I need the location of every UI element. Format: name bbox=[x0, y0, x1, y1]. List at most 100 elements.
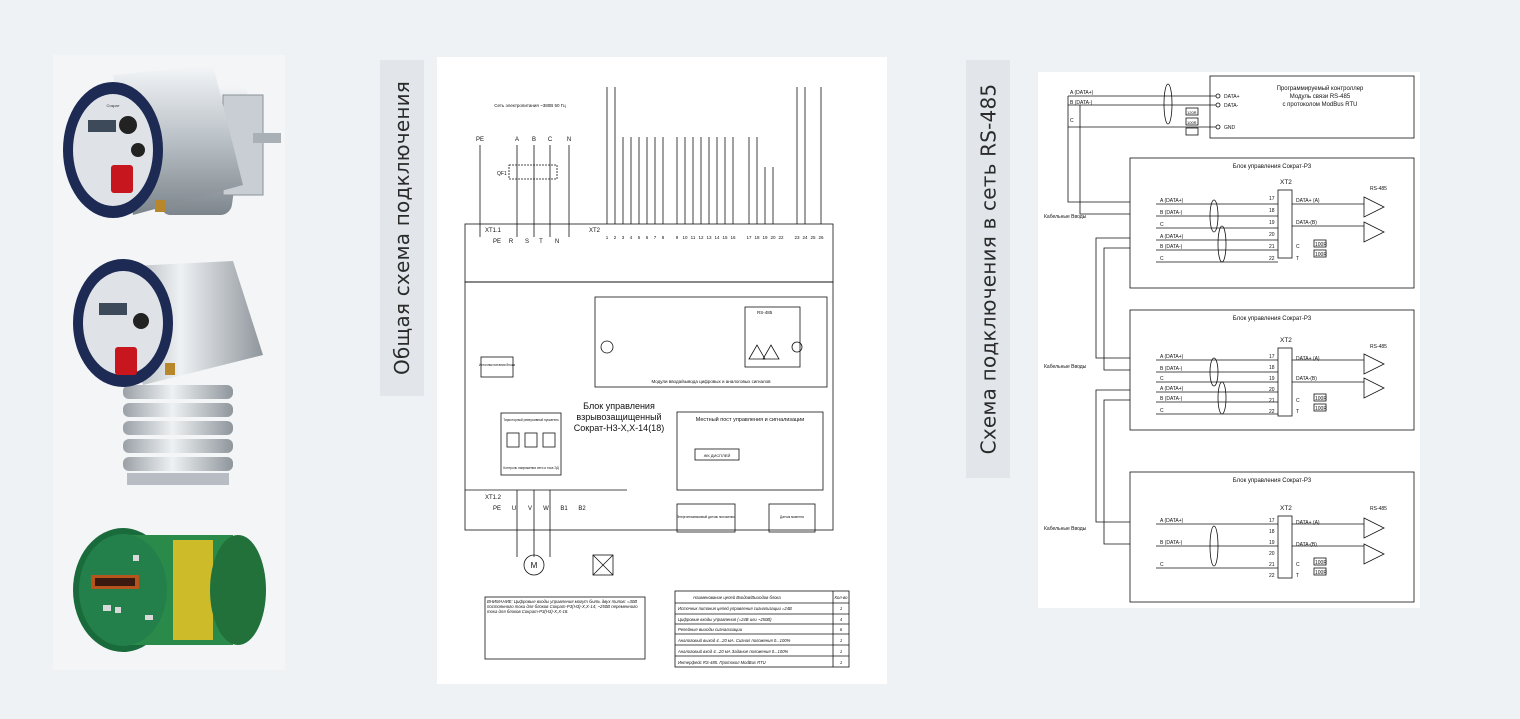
unit-2-sig-a: DATA+ (A) bbox=[1296, 356, 1320, 362]
unit-1-pin18: 18 bbox=[1269, 208, 1275, 214]
psu-label: Источник питания блока bbox=[479, 363, 515, 367]
xt1b-label: XT1.2 bbox=[485, 495, 502, 501]
svg-text:11: 11 bbox=[691, 235, 696, 240]
block-title-3: Сократ-Н3-Х,Х-14(18) bbox=[574, 423, 664, 433]
unit-1-c2: C bbox=[1160, 256, 1164, 262]
thyristor-label: Тиристорный реверсивный пускатель bbox=[503, 418, 559, 422]
unit-2-cable: Кабельные Вводы bbox=[1044, 364, 1087, 370]
thyristor-box bbox=[500, 412, 562, 476]
bus-trunk bbox=[1067, 182, 1130, 545]
photo-decal: Сократ bbox=[106, 103, 119, 108]
unit-1: Блок управления Сократ-Р3 XT2 Кабельные … bbox=[1044, 157, 1415, 289]
svg-text:10: 10 bbox=[682, 235, 688, 240]
general-scheme-label-text: Общая схема подключения bbox=[390, 80, 415, 376]
term-s: S bbox=[525, 239, 529, 245]
unit-2-a: A (DATA+) bbox=[1160, 354, 1184, 360]
unit-2-pin17: 17 bbox=[1269, 354, 1275, 360]
svg-text:PE: PE bbox=[493, 506, 501, 512]
modules-box bbox=[594, 296, 828, 388]
sensor-label: Энергонезависимый датчик положения bbox=[677, 515, 735, 519]
xt2-label: XT2 bbox=[589, 228, 601, 234]
term-t: T bbox=[539, 239, 543, 245]
table-row-4-name: Аналоговый выход 4...20 мА. Сигнал полож… bbox=[677, 638, 791, 643]
io-table bbox=[674, 590, 850, 668]
unit-2-pin21: 21 bbox=[1269, 398, 1275, 404]
table-row-1-name: Источник питания цепей управления сигнал… bbox=[678, 606, 792, 611]
lcd-label: ЖК ДИСПЛЕЙ bbox=[704, 453, 731, 458]
xt2-wires bbox=[606, 87, 822, 224]
svg-text:4: 4 bbox=[630, 235, 633, 240]
unit-2-b2: B (DATA-) bbox=[1160, 396, 1183, 402]
term-v: V bbox=[528, 506, 532, 512]
unit-2-pin19: 19 bbox=[1269, 376, 1275, 382]
unit-3-r100-a: 100R bbox=[1315, 560, 1327, 566]
note-text: ВНИМАНИЕ: Цифровые входы управления могу… bbox=[487, 599, 638, 615]
general-scheme-label: Общая схема подключения bbox=[380, 60, 424, 396]
unit-3-sig-c: C bbox=[1296, 562, 1300, 568]
unit-2-r100-b: 100R bbox=[1315, 406, 1327, 412]
unit-1-rs485: RS-485 bbox=[1370, 186, 1387, 192]
unit-2-rs485: RS-485 bbox=[1370, 344, 1387, 350]
unit-3-pin22: 22 bbox=[1269, 573, 1275, 579]
unit-3-xt2: XT2 bbox=[1280, 505, 1292, 512]
unit-2-sig-b: DATA-(B) bbox=[1296, 376, 1317, 382]
motor-symbol bbox=[523, 554, 545, 576]
svg-text:22: 22 bbox=[778, 235, 784, 240]
table-row-4-qty: 1 bbox=[840, 638, 842, 643]
table-row-2-qty: 4 bbox=[840, 617, 843, 622]
electronics-photo bbox=[73, 528, 266, 652]
term-b2: B2 bbox=[578, 506, 586, 512]
svg-text:3: 3 bbox=[622, 235, 625, 240]
unit-1-pin22: 22 bbox=[1269, 256, 1275, 262]
phase-lines bbox=[479, 145, 570, 237]
unit-3: Блок управления Сократ-Р3 XT2 Кабельные … bbox=[1044, 471, 1415, 603]
block-title-2: взрывозащищенный bbox=[576, 412, 661, 422]
unit-1-pin21: 21 bbox=[1269, 244, 1275, 250]
table-row-2-name: Цифровые входы управления (=24В или ~250… bbox=[678, 617, 772, 622]
unit-1-sig-c: C bbox=[1296, 244, 1300, 250]
svg-text:18: 18 bbox=[754, 235, 760, 240]
svg-text:6: 6 bbox=[646, 235, 649, 240]
unit-1-c: C bbox=[1160, 222, 1164, 228]
unit-1-sig-a: DATA+ (A) bbox=[1296, 198, 1320, 204]
svg-text:24: 24 bbox=[802, 235, 808, 240]
unit-3-title: Блок управления Сократ-Р3 bbox=[1233, 478, 1312, 484]
unit-1-sig-t: T bbox=[1296, 256, 1299, 262]
svg-text:26: 26 bbox=[818, 235, 824, 240]
svg-text:23: 23 bbox=[794, 235, 800, 240]
table-head-qty: Кол-во bbox=[835, 595, 849, 600]
rs485-module-label: RS-485 bbox=[757, 310, 773, 315]
svg-text:N: N bbox=[555, 239, 559, 245]
plc-title-1: Программируемый контроллер bbox=[1277, 85, 1364, 92]
svg-text:8: 8 bbox=[662, 235, 665, 240]
table-row-3-qty: 6 bbox=[840, 627, 843, 632]
unit-3-rs485: RS-485 bbox=[1370, 506, 1387, 512]
table-row-6-name: Интерфейс RS-485. Протокол ModBus RTU bbox=[678, 660, 767, 665]
term-b1: B1 bbox=[560, 506, 568, 512]
unit-2-r100-a: 100R bbox=[1315, 396, 1327, 402]
unit-1-sig-b: DATA-(B) bbox=[1296, 220, 1317, 226]
rs485-scheme-label: Схема подключения в сеть RS-485 bbox=[966, 60, 1010, 478]
svg-text:16: 16 bbox=[730, 235, 736, 240]
svg-text:5: 5 bbox=[638, 235, 641, 240]
moment-box bbox=[768, 503, 816, 533]
rs485-diagram: Программируемый контроллер Модуль связи … bbox=[1044, 75, 1415, 603]
table-row-3-name: Релейные выходы сигнализации bbox=[678, 627, 743, 632]
local-post-label: Местный пост управления и сигнализации bbox=[696, 416, 805, 423]
modules-label: Модули ввода/вывода цифровых и аналоговы… bbox=[651, 379, 771, 384]
phase-a: A bbox=[515, 137, 519, 143]
plc-line-b: B (DATA-) bbox=[1070, 100, 1093, 106]
phase-c: C bbox=[548, 137, 553, 143]
net-label: Сеть электропитания ~380В 50 Гц bbox=[494, 103, 566, 108]
table-row-5-qty: 1 bbox=[840, 649, 842, 654]
unit-3-b: B (DATA-) bbox=[1160, 540, 1183, 546]
unit-3-sig-b: DATA-(B) bbox=[1296, 542, 1317, 548]
phase-n: N bbox=[567, 137, 571, 143]
unit-1-pin19: 19 bbox=[1269, 220, 1275, 226]
sensor-box bbox=[676, 503, 736, 533]
plc-title-3: с протоколом ModBus RTU bbox=[1283, 102, 1358, 108]
unit-2-sig-c: C bbox=[1296, 398, 1300, 404]
term-r: R bbox=[509, 239, 514, 245]
psu-box bbox=[480, 356, 514, 378]
rs485-scheme-label-text: Схема подключения в сеть RS-485 bbox=[976, 83, 1000, 455]
